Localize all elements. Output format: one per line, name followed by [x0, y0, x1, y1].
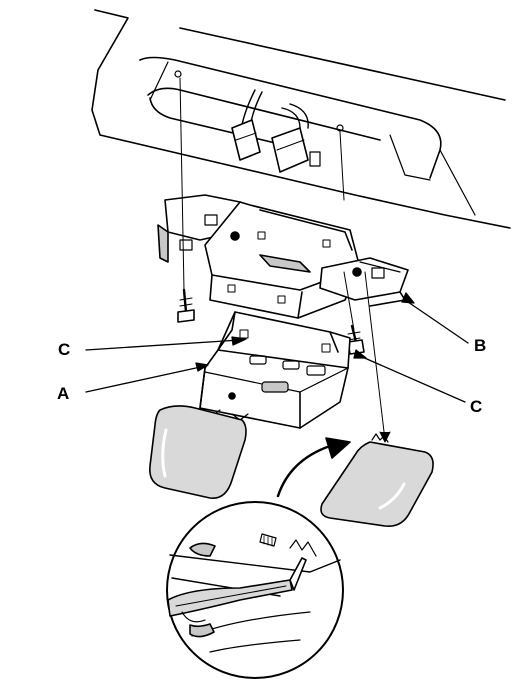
- callout-label-c-left: C: [58, 340, 71, 359]
- map-light-housing: [199, 311, 351, 429]
- callout-label-c-right: C: [470, 397, 483, 416]
- roof-panel: [91, 9, 511, 229]
- overhead-console-bracket: [157, 194, 409, 319]
- callout-label-a: A: [57, 384, 70, 403]
- direction-arrow: [276, 437, 351, 498]
- screwdriver-detail: [166, 501, 344, 679]
- map-light-lenses: [148, 405, 434, 528]
- mounting-bolts: [174, 70, 391, 443]
- leader-lines: [85, 292, 469, 403]
- callout-label-b: B: [474, 336, 487, 355]
- wire-harness-connectors: [231, 89, 321, 173]
